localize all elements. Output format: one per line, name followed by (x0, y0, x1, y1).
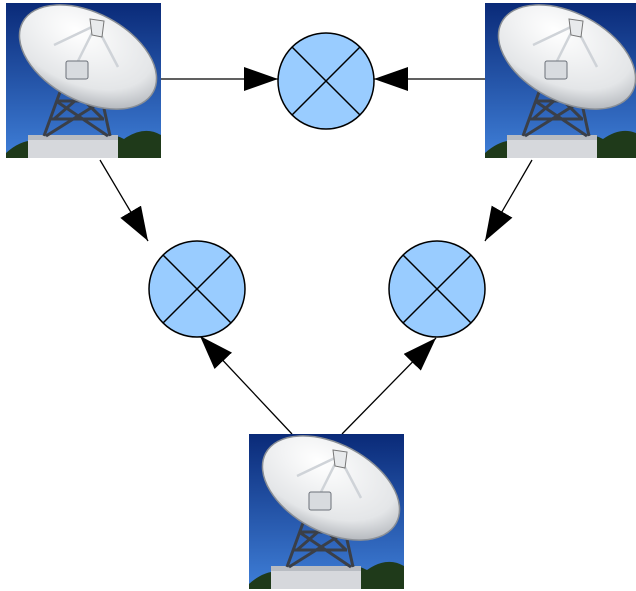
signal-arrows (99, 67, 533, 435)
radio-telescope-icon (243, 412, 419, 591)
radio-telescope-icon (479, 0, 636, 160)
arrow-top-right-to-right-correlator (484, 159, 533, 242)
multiplier-circle-icon (277, 32, 375, 130)
arrow-bottom-to-left-correlator (199, 335, 293, 435)
correlator-top (277, 32, 375, 130)
arrow-bottom-to-right-correlator (341, 337, 437, 435)
antenna-top-left (0, 0, 176, 160)
arrow-top-left-to-left-correlator (99, 159, 149, 242)
antenna-top-right (479, 0, 636, 160)
multiplier-circle-icon (388, 240, 486, 338)
correlator-right (388, 240, 486, 338)
radio-telescope-icon (0, 0, 176, 160)
antenna-bottom (243, 412, 419, 591)
multiplier-circle-icon (148, 240, 246, 338)
correlator-left (148, 240, 246, 338)
